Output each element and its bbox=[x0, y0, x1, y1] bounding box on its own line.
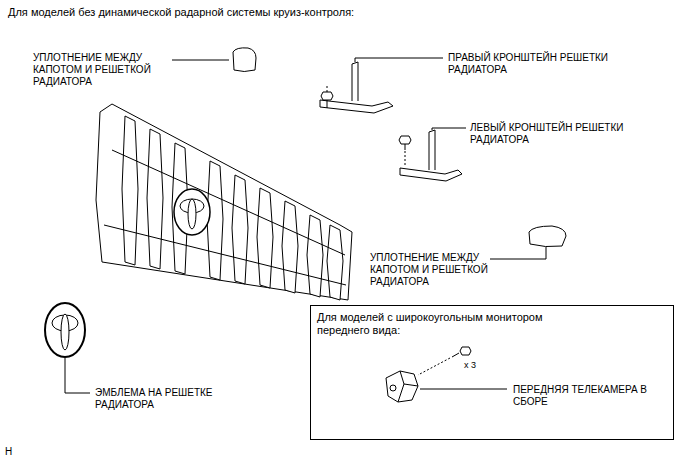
hood-seal bbox=[233, 48, 256, 72]
part-label: ЛЕВЫЙ КРОНШТЕЙН РЕШЕТКИ РАДИАТОРА bbox=[470, 122, 660, 146]
bolt bbox=[399, 136, 411, 144]
bolt bbox=[327, 100, 328, 108]
bracket-arm bbox=[429, 130, 435, 170]
camera-lens bbox=[390, 385, 396, 391]
leader-line bbox=[432, 128, 466, 130]
part-label: УПЛОТНЕНИЕ МЕЖДУ КАПОТОМ И РЕШЕТКОЙ РАДИ… bbox=[370, 252, 510, 288]
page-title: Для моделей без динамической радарной си… bbox=[8, 6, 354, 19]
dash-line bbox=[327, 86, 328, 92]
screw bbox=[460, 347, 471, 355]
dash-line bbox=[405, 151, 406, 167]
grille-slat bbox=[327, 225, 343, 300]
figure-code: H bbox=[5, 446, 35, 458]
dash-line bbox=[418, 358, 450, 375]
leader-line bbox=[172, 60, 229, 61]
left-bracket bbox=[399, 128, 466, 181]
box-heading: Для моделей с широкоугольным монитором п… bbox=[317, 311, 567, 337]
grille-emblem bbox=[188, 199, 196, 229]
grille-emblem-part bbox=[45, 303, 90, 393]
part-label: УПЛОТНЕНИЕ МЕЖДУ КАПОТОМ И РЕШЕТКОЙ РАДИ… bbox=[33, 52, 173, 88]
hood-seal bbox=[490, 226, 566, 259]
grille-slat bbox=[307, 215, 323, 297]
right-bracket bbox=[320, 58, 443, 113]
hood-seal bbox=[172, 48, 256, 72]
bolt bbox=[405, 144, 406, 150]
front-camera bbox=[386, 347, 507, 402]
leader-line bbox=[65, 358, 90, 393]
bolt bbox=[321, 92, 333, 100]
note-box: Для моделей с широкоугольным монитором п… bbox=[310, 305, 674, 440]
bracket-arm bbox=[352, 62, 358, 101]
grille-slat bbox=[147, 129, 163, 269]
leader-line bbox=[355, 58, 443, 62]
hood-seal bbox=[529, 226, 566, 247]
grille-slat bbox=[257, 188, 273, 288]
screw bbox=[452, 353, 459, 357]
part-label: ЭМБЛЕМА НА РЕШЕТКЕ РАДИАТОРА bbox=[95, 387, 235, 411]
bracket-base bbox=[400, 168, 462, 181]
quantity-note: x 3 bbox=[464, 360, 494, 371]
camera-body bbox=[386, 371, 418, 402]
grille-slat bbox=[232, 175, 248, 284]
part-label: ПРАВЫЙ КРОНШТЕЙН РЕШЕТКИ РАДИАТОРА bbox=[448, 52, 648, 76]
bracket-base bbox=[320, 100, 393, 113]
grille-slat bbox=[282, 201, 298, 293]
leader-line bbox=[490, 247, 546, 259]
part-label: ПЕРЕДНЯЯ ТЕЛЕКАМЕРА В СБОРЕ bbox=[513, 384, 658, 408]
camera-body bbox=[398, 371, 418, 402]
radiator-grille bbox=[96, 104, 352, 300]
leader-line bbox=[420, 389, 507, 390]
grille-slat bbox=[122, 116, 138, 265]
grille-bar bbox=[104, 225, 346, 285]
emblem bbox=[61, 314, 69, 350]
grille-bar bbox=[112, 150, 345, 255]
grille-outline bbox=[96, 104, 352, 300]
grille-emblem bbox=[174, 189, 210, 235]
emblem bbox=[45, 303, 85, 357]
